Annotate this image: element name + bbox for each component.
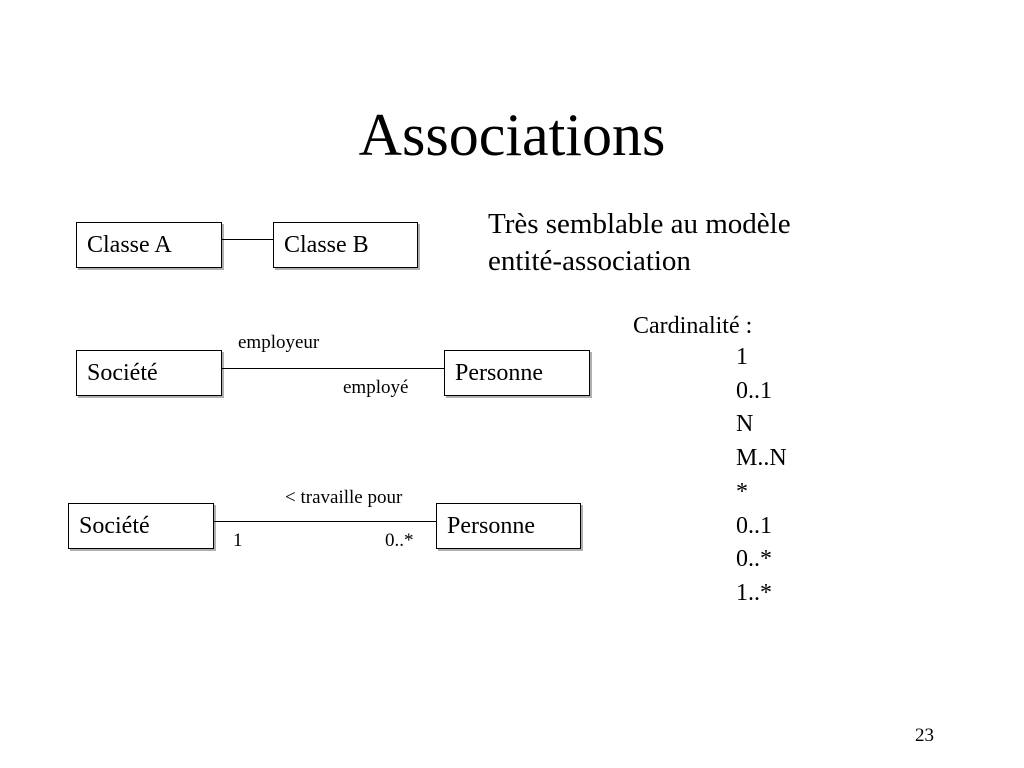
class-box-b: Classe B — [273, 222, 418, 268]
multiplicity-right: 0..* — [385, 530, 414, 551]
multiplicity-left: 1 — [233, 530, 243, 551]
class-box-personne: Personne — [436, 503, 581, 549]
cardinality-item: N — [736, 411, 754, 438]
cardinality-item: 0..* — [736, 546, 772, 573]
class-box-personne: Personne — [444, 350, 590, 396]
class-box-societe: Société — [76, 350, 222, 396]
class-box-a: Classe A — [76, 222, 222, 268]
cardinality-item: * — [736, 478, 748, 505]
association-line — [214, 521, 436, 522]
association-name-label: < travaille pour — [285, 487, 403, 508]
association-line — [222, 239, 273, 240]
association-line — [222, 368, 444, 369]
description-line: Très semblable au modèle — [488, 208, 791, 240]
cardinality-item: M..N — [736, 445, 787, 472]
description-text: Très semblable au modèle entité-associat… — [488, 206, 791, 280]
cardinality-item: 1..* — [736, 579, 772, 606]
description-line: entité-association — [488, 245, 691, 277]
slide-title: Associations — [358, 102, 666, 168]
cardinality-item: 1 — [736, 344, 748, 370]
cardinality-item: 0..1 — [736, 512, 772, 539]
role-label-employe: employé — [343, 377, 409, 398]
cardinality-item: 0..1 — [736, 377, 772, 404]
page-number: 23 — [915, 725, 934, 746]
class-box-societe: Société — [68, 503, 214, 549]
cardinality-list: 1 0..1 N M..N * 0..1 0..* 1..* — [736, 341, 787, 611]
role-label-employeur: employeur — [238, 332, 320, 353]
cardinality-label: Cardinalité : — [633, 313, 753, 339]
